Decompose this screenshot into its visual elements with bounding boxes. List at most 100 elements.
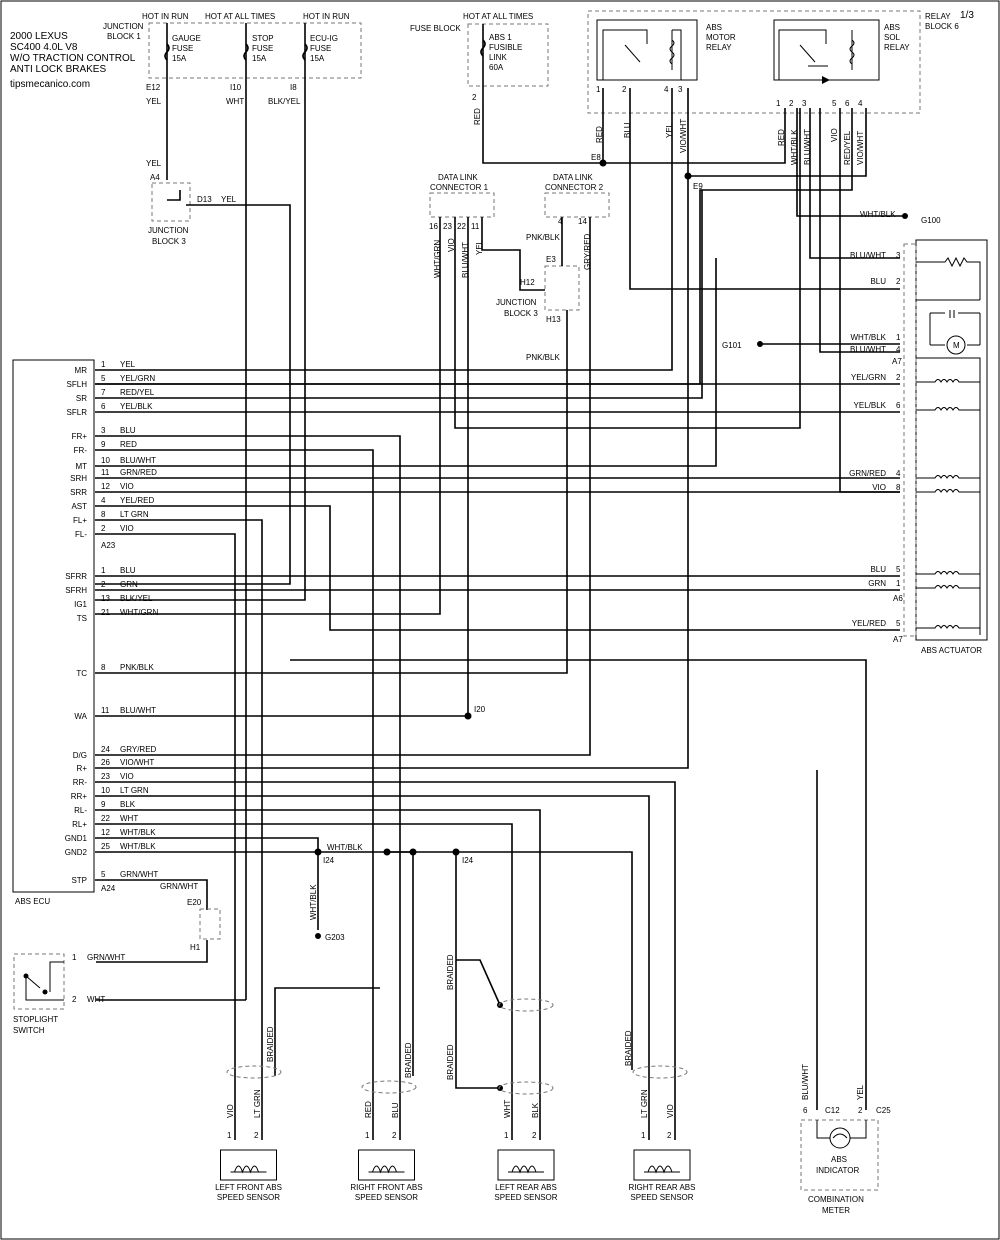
ecu-wire-color: GRY/RED xyxy=(120,745,157,754)
svg-text:BRAIDED: BRAIDED xyxy=(446,1044,455,1080)
ecu-pin-number: 22 xyxy=(101,814,110,823)
svg-text:4: 4 xyxy=(858,99,863,108)
svg-text:SOL: SOL xyxy=(884,33,901,42)
actuator-pin-number: 6 xyxy=(896,401,901,410)
ecu-terminal-label: SFLH xyxy=(67,380,88,389)
actuator-pin-number: 1 xyxy=(896,333,901,342)
svg-text:3: 3 xyxy=(678,85,683,94)
ground-g101: G101 xyxy=(722,341,742,350)
actuator-coil xyxy=(916,625,980,629)
svg-text:6: 6 xyxy=(845,99,850,108)
svg-text:BRAIDED: BRAIDED xyxy=(446,954,455,990)
svg-text:PNK/BLK: PNK/BLK xyxy=(526,233,560,242)
svg-text:E8: E8 xyxy=(591,153,601,162)
ecu-wire-color: BLK/YEL xyxy=(120,594,153,603)
ecu-terminal-label: TS xyxy=(77,614,87,623)
ecu-pin-number: 8 xyxy=(101,663,106,672)
svg-text:WHT/BLK: WHT/BLK xyxy=(327,843,363,852)
svg-text:SWITCH: SWITCH xyxy=(13,1026,45,1035)
ecu-wire-color: LT GRN xyxy=(120,786,149,795)
ecu-terminal-label: FL+ xyxy=(73,516,87,525)
svg-text:16: 16 xyxy=(429,222,438,231)
sensor-pin-1: 1 xyxy=(365,1131,370,1140)
svg-text:4: 4 xyxy=(664,85,669,94)
svg-text:DATA LINK: DATA LINK xyxy=(438,173,478,182)
connector-a24: A24 xyxy=(101,884,116,893)
actuator-pin-number: 4 xyxy=(896,469,901,478)
svg-text:YEL: YEL xyxy=(665,122,674,138)
svg-text:E20: E20 xyxy=(187,898,202,907)
sensor-body xyxy=(220,1149,277,1181)
svg-text:E9: E9 xyxy=(693,182,703,191)
ecu-wire-color: GRN/WHT xyxy=(120,870,158,879)
diagram-title: 2000 LEXUS SC400 4.0L V8 W/O TRACTION CO… xyxy=(10,31,136,90)
ecu-pin-number: 25 xyxy=(101,842,110,851)
svg-text:I10: I10 xyxy=(230,83,242,92)
sensor-pin-1: 1 xyxy=(504,1131,509,1140)
ecu-terminal-label: AST xyxy=(71,502,87,511)
svg-text:ECU-IG: ECU-IG xyxy=(310,34,338,43)
actuator-pin-number: 4 xyxy=(896,345,901,354)
ecu-pin-number: 23 xyxy=(101,772,110,781)
ecu-pin-number: 13 xyxy=(101,594,110,603)
actuator-wire-color: WHT/BLK xyxy=(850,333,886,342)
connector-a7-top: A7 xyxy=(892,357,902,366)
svg-text:D13: D13 xyxy=(197,195,212,204)
actuator-wire-color: GRN xyxy=(868,579,886,588)
svg-text:ABS: ABS xyxy=(884,23,900,32)
connector-a23: A23 xyxy=(101,541,116,550)
ecu-terminal-label: SR xyxy=(76,394,87,403)
ecu-wire-color: PNK/BLK xyxy=(120,663,154,672)
svg-text:3: 3 xyxy=(802,99,807,108)
svg-text:HOT IN RUN: HOT IN RUN xyxy=(142,12,189,21)
ecu-wire-color: VIO/WHT xyxy=(120,758,154,767)
svg-text:WHT/BLK: WHT/BLK xyxy=(860,210,896,219)
ecu-wire-color: YEL xyxy=(120,360,136,369)
ecu-wire-color: LT GRN xyxy=(120,510,149,519)
actuator-pin-number: 5 xyxy=(896,619,901,628)
actuator-pin-number: 1 xyxy=(896,579,901,588)
ecu-wire-color: YEL/GRN xyxy=(120,374,155,383)
svg-text:FUSE: FUSE xyxy=(172,44,193,53)
ecu-pin-number: 1 xyxy=(101,566,106,575)
svg-text:HOT AT ALL TIMES: HOT AT ALL TIMES xyxy=(463,12,533,21)
svg-text:G203: G203 xyxy=(325,933,345,942)
ecu-wire-color: BLK xyxy=(120,800,136,809)
svg-text:G100: G100 xyxy=(921,216,941,225)
ecu-pin-number: 21 xyxy=(101,608,110,617)
svg-text:RED: RED xyxy=(777,129,786,146)
ecu-pin-number: 7 xyxy=(101,388,106,397)
ecu-terminal-label: R+ xyxy=(77,764,88,773)
svg-text:2: 2 xyxy=(789,99,794,108)
svg-text:JUNCTION: JUNCTION xyxy=(496,298,537,307)
ecu-terminal-label: FR+ xyxy=(72,432,88,441)
ecu-wire-color: WHT/BLK xyxy=(120,828,156,837)
svg-text:2000 LEXUS: 2000 LEXUS xyxy=(10,31,68,42)
page-number: 1/3 xyxy=(960,10,974,21)
ecu-terminal-label: FL- xyxy=(75,530,87,539)
actuator-coil xyxy=(916,585,980,589)
sensor-name: RIGHT FRONT ABS xyxy=(350,1183,422,1192)
svg-text:RELAY: RELAY xyxy=(706,43,732,52)
svg-text:15A: 15A xyxy=(172,54,187,63)
ecu-terminal-label: SFLR xyxy=(67,408,88,417)
ecu-pin-number: 5 xyxy=(101,374,106,383)
actuator-coil xyxy=(916,379,980,383)
sensor-wire-2: BLK xyxy=(531,1102,540,1118)
sensor-wire-2: LT GRN xyxy=(253,1089,262,1118)
svg-text:RELAY: RELAY xyxy=(925,12,951,21)
sensor-body xyxy=(633,1149,691,1181)
svg-text:E12: E12 xyxy=(146,83,161,92)
svg-text:GRY/RED: GRY/RED xyxy=(583,233,592,270)
actuator-wire-color: BLU/WHT xyxy=(850,345,886,354)
ecu-wire-color: RED/YEL xyxy=(120,388,155,397)
ecu-pin-number: 9 xyxy=(101,440,106,449)
svg-text:ABS 1: ABS 1 xyxy=(489,33,512,42)
abs-ecu-label: ABS ECU xyxy=(15,897,50,906)
sensor-wire-1: WHT xyxy=(503,1100,512,1118)
svg-text:2: 2 xyxy=(72,995,77,1004)
actuator-coil xyxy=(916,407,980,411)
ecu-terminal-label: WA xyxy=(74,712,87,721)
svg-text:LINK: LINK xyxy=(489,53,507,62)
